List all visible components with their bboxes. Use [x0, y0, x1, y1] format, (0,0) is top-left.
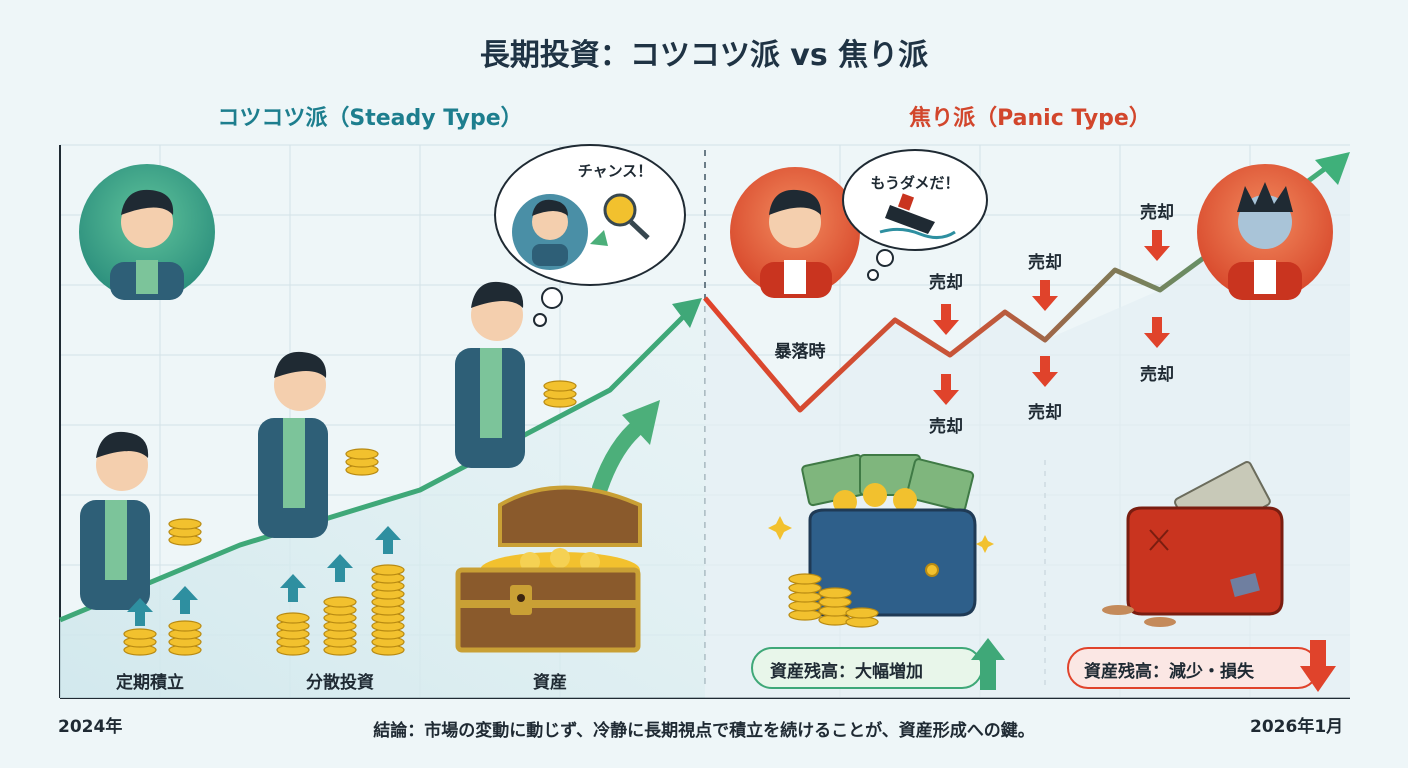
panic-line [703, 162, 1332, 413]
timeline-end: 2026年1月 [1250, 717, 1344, 737]
steady-arrow-head [672, 298, 702, 328]
timeline-start: 2024年 [58, 717, 123, 737]
sell-label: 売却 [1140, 203, 1174, 223]
sell-label: 売却 [1140, 365, 1174, 385]
sinking-ship-icon [879, 193, 956, 239]
step-label-regular: 定期積立 [116, 673, 184, 693]
step-label-diversify: 分散投資 [306, 673, 374, 693]
empty-wallet-icon [1102, 461, 1284, 627]
sell-label: 売却 [929, 273, 963, 293]
crash-label: 暴落時 [774, 342, 826, 362]
sell-label: 売却 [929, 417, 963, 437]
panic-heading: 焦り派（Panic Type） [909, 106, 1151, 131]
investor-avatar-icon [79, 164, 215, 300]
sell-label: 売却 [1028, 253, 1062, 273]
full-wallet-icon [768, 453, 994, 628]
up-arrow-icon [971, 638, 1005, 690]
panic-bubble-text: もうダメだ！ [870, 174, 960, 192]
stressed-avatar-icon [1197, 164, 1333, 300]
steady-growth-line [59, 308, 692, 623]
sell-label: 売却 [1028, 403, 1062, 423]
conclusion-text: 結論：市場の変動に動じず、冷静に長期視点で積立を続けることが、資産形成への鍵。 [373, 721, 1035, 741]
chance-thought-bubble [494, 144, 686, 327]
doom-thought-bubble [842, 149, 988, 281]
steady-result-text: 資産残高：大幅増加 [770, 662, 923, 682]
investor-figure-3 [455, 281, 577, 468]
investor-figure-2 [258, 351, 379, 538]
steady-bubble-text: チャンス！ [577, 162, 653, 180]
panic-avatar-icon [730, 167, 860, 298]
page-title: 長期投資：コツコツ派 vs 焦り派 [479, 38, 929, 73]
magnifier-coin-icon [603, 193, 650, 240]
step-label-assets: 資産 [533, 673, 567, 693]
steady-heading: コツコツ派（Steady Type） [217, 106, 523, 131]
investor-figure-1 [80, 431, 202, 610]
panic-result-text: 資産残高：減少・損失 [1084, 662, 1254, 682]
treasure-chest-icon [455, 485, 642, 653]
